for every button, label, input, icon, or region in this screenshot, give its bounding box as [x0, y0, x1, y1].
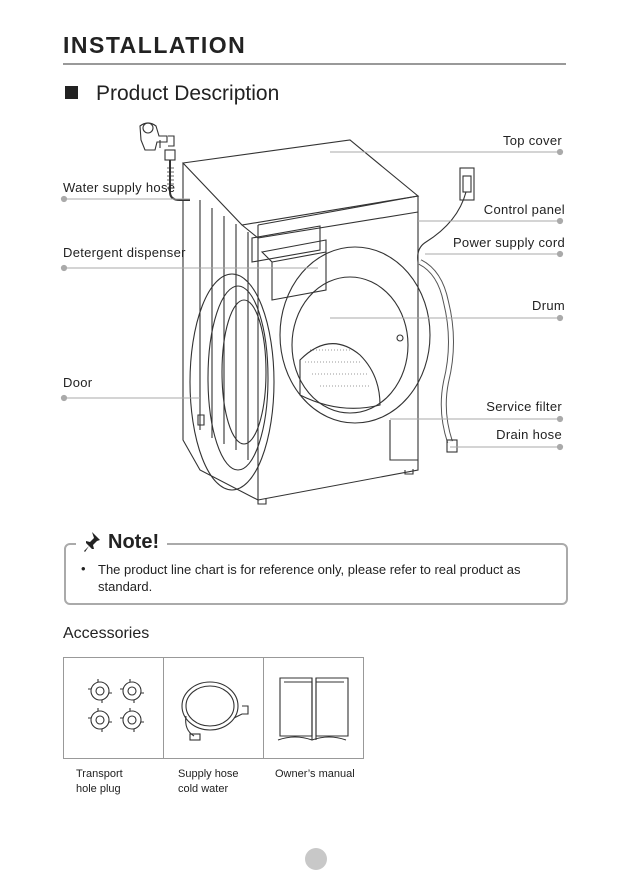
label-power-supply-cord: Power supply cord: [452, 235, 565, 250]
accessory-cell-owners-manual: [263, 657, 364, 759]
section-title: Product Description: [96, 82, 280, 105]
heading-divider: [63, 63, 566, 65]
washing-machine-diagram: [60, 122, 564, 505]
label-control-panel: Control panel: [483, 202, 565, 217]
faucet-icon: [139, 122, 176, 161]
accessory-label-transport-plug: Transport hole plug: [76, 767, 123, 797]
transport-plug-icon: [88, 679, 144, 732]
accessory-label-owners-manual: Owner’s manual: [275, 767, 355, 782]
note-header: Note!: [76, 530, 168, 554]
accessory-cell-transport-plug: [63, 657, 164, 759]
accessory-label-line: Supply hose: [178, 768, 239, 780]
page-heading: INSTALLATION: [63, 32, 247, 58]
label-drum: Drum: [532, 298, 565, 313]
supply-hose-icon: [181, 681, 249, 741]
label-detergent-dispenser: Detergent dispenser: [63, 245, 186, 260]
pushpin-icon: [84, 532, 100, 552]
accessory-label-line: hole plug: [76, 783, 121, 795]
note-box: [64, 543, 568, 605]
accessory-label-line: Owner’s manual: [275, 768, 355, 780]
accessory-label-line: cold water: [178, 783, 229, 795]
label-water-supply-hose: Water supply hose: [63, 180, 176, 195]
page-number-badge: [305, 848, 327, 870]
note-text: The product line chart is for reference …: [98, 562, 521, 594]
section-marker: [65, 86, 78, 99]
accessory-cell-supply-hose: [163, 657, 264, 759]
label-drain-hose: Drain hose: [496, 427, 562, 442]
accessory-label-line: Transport: [76, 768, 123, 780]
manual-book-icon: [277, 677, 349, 741]
label-top-cover: Top cover: [502, 133, 562, 148]
label-service-filter: Service filter: [486, 399, 562, 414]
note-bullet: •: [81, 561, 86, 576]
note-title: Note!: [108, 530, 160, 553]
accessories-title: Accessories: [63, 625, 150, 642]
label-door: Door: [63, 375, 93, 390]
accessory-label-supply-hose: Supply hose cold water: [178, 767, 239, 797]
